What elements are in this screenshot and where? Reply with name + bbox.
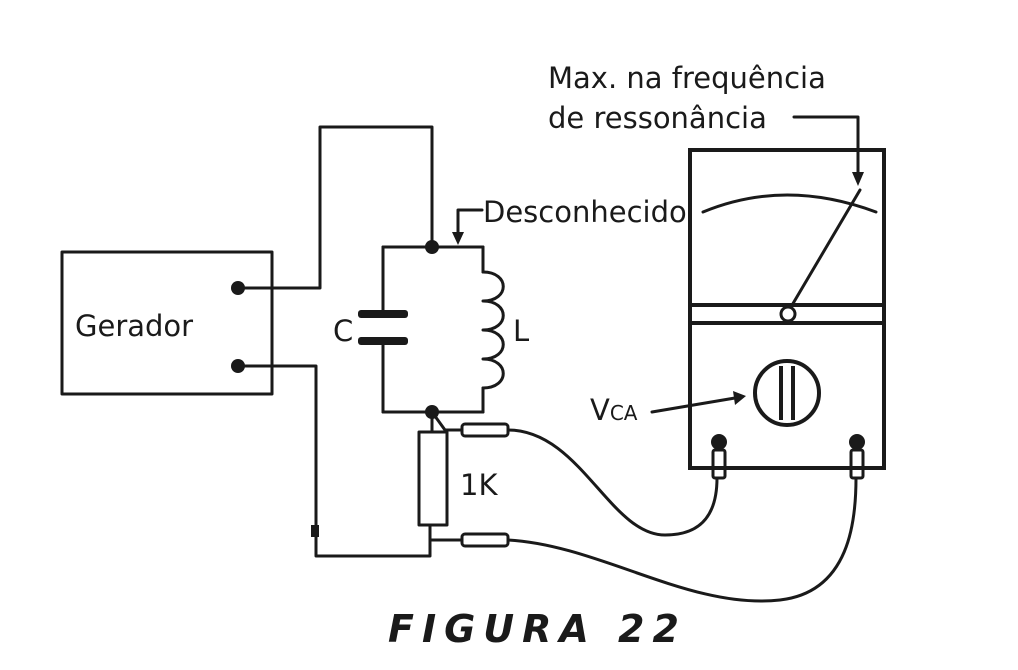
meter-scale-arc xyxy=(701,193,878,214)
resistor: 1K xyxy=(417,410,498,527)
probe-top xyxy=(460,422,510,438)
unknown-label: Desconhecido xyxy=(483,195,687,229)
inductor: L xyxy=(481,270,529,390)
generator-label: Gerador xyxy=(75,309,193,343)
generator: Gerador xyxy=(60,250,274,396)
generator-wires xyxy=(236,125,434,558)
max-label-line2: de ressonância xyxy=(548,101,767,135)
meter-pivot xyxy=(779,305,797,323)
max-label-line1: Max. na frequência xyxy=(548,61,826,95)
capacitor: C xyxy=(333,310,408,348)
unknown-annotation: Desconhecido xyxy=(452,195,687,245)
inductor-label: L xyxy=(513,314,529,348)
multimeter-body xyxy=(688,148,886,470)
meter-jack-right xyxy=(849,434,865,450)
range-selector-knob xyxy=(753,359,821,427)
vca-label: VCA xyxy=(590,393,638,427)
probes xyxy=(428,410,858,603)
vca-annotation: VCA xyxy=(590,391,746,427)
capacitor-label: C xyxy=(333,314,353,348)
lc-tank xyxy=(381,240,485,419)
probe-bottom xyxy=(460,532,510,548)
multimeter xyxy=(688,148,886,480)
meter-needle xyxy=(786,188,862,314)
resistor-label: 1K xyxy=(460,468,498,502)
node-top xyxy=(425,240,439,254)
resistor-body xyxy=(417,430,449,527)
resonance-annotation: Max. na frequência de ressonância xyxy=(548,61,864,186)
figure-caption: FIGURA 22 xyxy=(388,607,687,651)
generator-box xyxy=(60,250,274,396)
meter-jack-left xyxy=(711,434,727,450)
